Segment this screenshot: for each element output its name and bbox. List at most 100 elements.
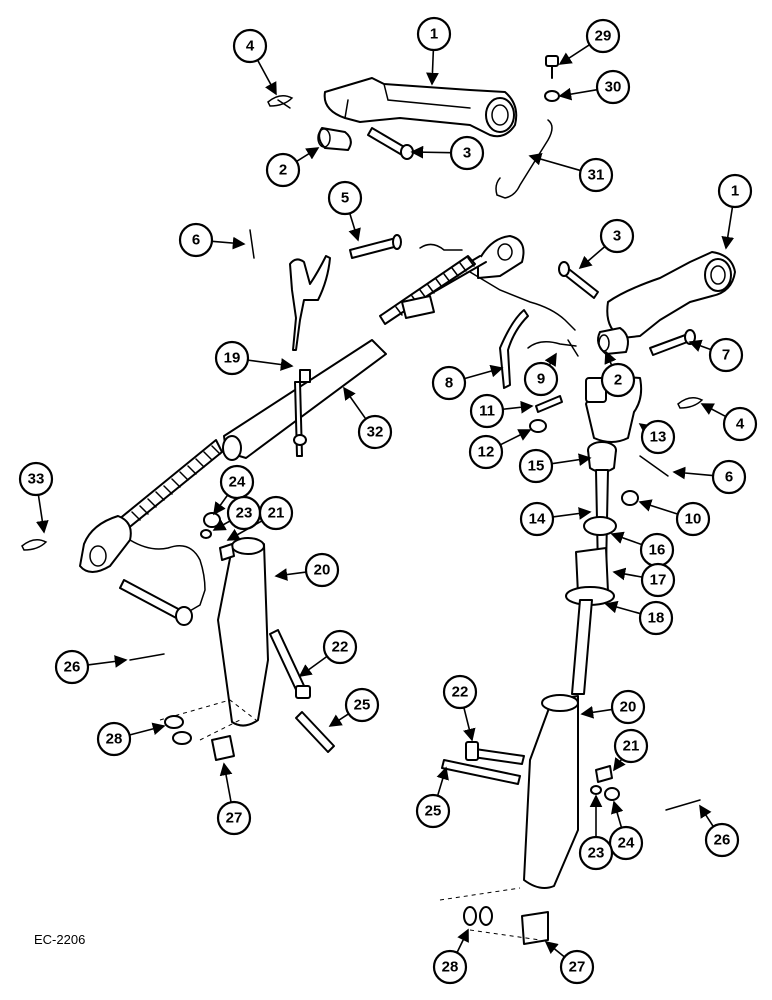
callout-leader	[212, 518, 231, 531]
callout-leader	[298, 655, 328, 677]
callout-31: 31	[528, 152, 614, 193]
callout-24: 24	[608, 800, 644, 861]
callout-circle	[431, 365, 467, 401]
callout-20: 20	[274, 552, 340, 588]
pin-5	[349, 234, 463, 259]
callout-30: 30	[558, 69, 631, 105]
callout-21: 21	[613, 728, 649, 772]
callout-4: 4	[700, 403, 758, 442]
callout-circle	[595, 69, 631, 105]
pin-6-right	[639, 455, 669, 477]
threaded-rod-lower	[571, 599, 593, 695]
callout-number: 21	[623, 738, 640, 755]
callout-circle	[265, 152, 301, 188]
callout-14: 14	[519, 501, 592, 537]
callout-number: 19	[224, 350, 241, 367]
callout-leader	[247, 358, 294, 371]
fitting-21-left	[219, 543, 235, 561]
callout-circle	[640, 419, 676, 455]
callout-circle	[711, 459, 747, 495]
callout-13: 13	[638, 419, 676, 455]
callout-circle	[559, 949, 595, 985]
callout-number: 21	[268, 505, 285, 522]
callout-circle	[704, 822, 740, 858]
callout-circle	[18, 461, 54, 497]
bolt-22-left	[269, 629, 311, 699]
chain-and-pin-left	[119, 539, 206, 626]
callout-leader	[274, 568, 307, 581]
lift-arm-upper	[323, 77, 518, 138]
wire-31	[495, 119, 553, 199]
callout-circle	[578, 157, 614, 193]
callout-number: 25	[354, 697, 371, 714]
callout-number: 22	[452, 684, 469, 701]
callout-number: 4	[246, 38, 255, 55]
callout-leader	[612, 567, 643, 581]
callout-circle	[585, 18, 621, 54]
callout-circle	[523, 361, 559, 397]
washers-28-left	[164, 715, 192, 745]
callout-circle	[442, 674, 478, 710]
fitting-12	[529, 419, 547, 433]
washers-28-right	[463, 906, 493, 926]
callout-circle	[304, 552, 340, 588]
callout-number: 17	[650, 572, 667, 589]
callout-number: 23	[588, 845, 605, 862]
callout-number: 27	[569, 959, 586, 976]
callout-number: 31	[588, 167, 605, 184]
callout-circle	[608, 825, 644, 861]
callout-4: 4	[232, 28, 277, 96]
callout-number: 22	[332, 639, 349, 656]
callout-27: 27	[216, 762, 252, 836]
clip-4-right	[677, 397, 704, 409]
callout-9: 9	[523, 352, 559, 397]
callout-leader	[528, 152, 581, 172]
callout-leader	[558, 87, 598, 101]
callout-number: 15	[528, 458, 545, 475]
callout-leader	[219, 762, 233, 803]
callout-number: 27	[226, 810, 243, 827]
callout-circle	[518, 448, 554, 484]
callout-leader	[410, 145, 452, 159]
bushing-2-upper	[317, 127, 352, 151]
callout-circle	[469, 393, 505, 429]
callout-number: 20	[620, 699, 637, 716]
callout-number: 18	[648, 610, 665, 627]
callout-leader	[129, 722, 166, 736]
callout-leader	[213, 494, 229, 516]
callout-28: 28	[96, 721, 166, 757]
clip-33	[21, 539, 48, 551]
callout-27: 27	[544, 940, 595, 985]
callout-leader	[87, 655, 128, 668]
callout-24: 24	[213, 464, 255, 516]
callout-number: 4	[736, 416, 745, 433]
pin-26-right	[665, 799, 701, 811]
callout-18: 18	[604, 600, 674, 636]
callout-leader	[426, 49, 439, 86]
callout-circle	[258, 495, 294, 531]
pin-3-upper	[367, 127, 414, 160]
callout-25: 25	[328, 687, 380, 727]
callout-number: 2	[279, 162, 287, 179]
bolt-22-right	[465, 741, 525, 765]
washer-23-left	[200, 529, 212, 539]
washer-30	[544, 90, 560, 102]
callout-leader	[558, 44, 591, 65]
bolt-29	[545, 55, 559, 79]
callout-leader	[551, 453, 592, 466]
callout-leader	[436, 766, 449, 796]
pin-7	[649, 329, 696, 356]
callout-leader	[343, 386, 367, 420]
chain-right	[469, 271, 576, 331]
callout-circle	[468, 434, 504, 470]
callout-circle	[54, 649, 90, 685]
callout-19: 19	[214, 340, 294, 376]
callout-leader	[580, 705, 613, 719]
nut-10	[621, 490, 639, 506]
top-link-end-left	[79, 515, 132, 573]
callout-circle	[232, 28, 268, 64]
callout-number: 6	[192, 232, 200, 249]
callout-3: 3	[410, 135, 485, 171]
